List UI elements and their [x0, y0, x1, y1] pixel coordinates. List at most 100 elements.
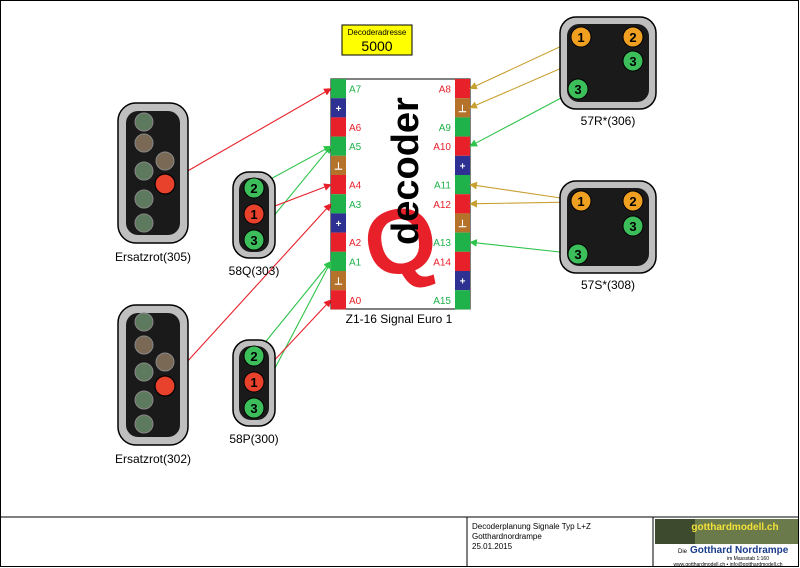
pin-label: A5 [349, 142, 362, 153]
decoder-address-box: Decoderadresse 5000 [341, 24, 413, 56]
pin-label: A12 [433, 200, 451, 211]
pin-label: A1 [349, 257, 362, 268]
pin-swatch-brown [455, 98, 470, 118]
pin-label: + [460, 277, 466, 288]
pin-label: + [336, 104, 342, 115]
pin-swatch-red [455, 194, 470, 214]
lamp-number: 3 [574, 247, 581, 262]
lamp-green [243, 177, 265, 199]
signal-ersatzrot-302: Ersatzrot(302) [115, 304, 191, 466]
pin-label: A4 [349, 181, 362, 192]
footer-title: Decoderplanung Signale Typ L+Z [472, 522, 591, 531]
lamp-number: 2 [629, 30, 636, 45]
lamp-off [134, 414, 154, 434]
signal-label: Ersatzrot(305) [115, 250, 191, 264]
lamp-red [243, 203, 265, 225]
pin-label: ⊥ [458, 104, 467, 115]
pin-label: A15 [433, 296, 451, 307]
wire-58p-a1 [253, 260, 332, 357]
pin-swatch-green [331, 79, 346, 99]
pin-label: ⊥ [334, 277, 343, 288]
lamp-green [567, 78, 589, 100]
signal-57s-308: 1 2 3 3 57S*(308) [559, 180, 657, 292]
lamp-number: 3 [574, 82, 581, 97]
lamp-green [622, 50, 644, 72]
signal-58p-300: 2 1 3 58P(300) [229, 339, 279, 446]
pin-label: A0 [349, 296, 362, 307]
pin-swatch-green [455, 175, 470, 195]
pin-swatch-brown [455, 213, 470, 233]
pin-swatch-red [331, 290, 346, 310]
signal-58q-303: 2 1 3 58Q(303) [229, 171, 279, 278]
contact-line: www.gotthardmodell.ch • info@gotthardmod… [673, 562, 782, 568]
pin-label: A6 [349, 123, 362, 134]
tagline-scale: im Massstab 1:160 [727, 556, 769, 562]
pin-swatch-red [331, 175, 346, 195]
pin-swatch-green [455, 232, 470, 252]
pin-label: A10 [433, 142, 451, 153]
lamp-number: 1 [250, 207, 257, 222]
tagline-prefix: Die [678, 549, 688, 555]
lamp-green [567, 243, 589, 265]
lamp-orange [570, 26, 592, 48]
lamp-off [134, 213, 154, 233]
pin-swatch-red [455, 251, 470, 271]
decoder-body [330, 78, 471, 310]
decoder-name: Z1-16 Signal Euro 1 [346, 312, 453, 326]
pin-label: A7 [349, 85, 362, 96]
pin-label: A13 [433, 238, 451, 249]
lamp-off [134, 189, 154, 209]
lamp-red-on [154, 173, 176, 195]
lamp-orange [622, 190, 644, 212]
lamp-green [622, 215, 644, 237]
lamp-number: 3 [250, 233, 257, 248]
footer-project: Gotthardnordrampe [472, 532, 542, 541]
pin-label: A8 [439, 85, 452, 96]
lamp-number: 2 [250, 349, 257, 364]
lamp-off [134, 390, 154, 410]
lamp-number: 3 [629, 219, 636, 234]
title-block: Decoderplanung Signale Typ L+Z Gotthardn… [1, 516, 799, 568]
pin-swatch-green [455, 117, 470, 137]
lamp-off [134, 112, 154, 132]
lamp-number: 1 [577, 194, 584, 209]
signal-57r-306: 1 2 3 3 57R*(306) [559, 16, 657, 128]
lamp-green [243, 397, 265, 419]
pin-swatch-brown [331, 155, 346, 175]
pin-label: + [336, 219, 342, 230]
pin-swatch-blue [331, 98, 346, 118]
pin-label: A11 [434, 181, 451, 192]
pin-label: + [460, 161, 466, 172]
signal-ersatzrot-305: Ersatzrot(305) [115, 102, 191, 264]
address-box-bg [341, 24, 413, 56]
lamp-off [134, 133, 154, 153]
lamp-red [243, 371, 265, 393]
logo-decoder-text: decoder [385, 97, 427, 245]
pin-label: ⊥ [458, 219, 467, 230]
pin-label: ⊥ [334, 161, 343, 172]
signal-label: 57S*(308) [581, 278, 635, 292]
pin-swatch-red [455, 136, 470, 156]
pin-swatch-green [455, 290, 470, 310]
pin-swatch-red [331, 117, 346, 137]
lamp-number: 2 [629, 194, 636, 209]
lamp-number: 3 [629, 54, 636, 69]
pin-label: A9 [439, 123, 452, 134]
address-value: 5000 [361, 38, 392, 54]
lamp-orange [622, 26, 644, 48]
wire-ersatzrot-302-a3 [164, 203, 332, 387]
lamp-off [134, 161, 154, 181]
pin-label: A14 [433, 257, 451, 268]
lamp-red-on [154, 375, 176, 397]
wire-ersatzrot-305-a7 [164, 88, 332, 185]
lamp-off [134, 335, 154, 355]
address-label: Decoderadresse [348, 28, 407, 37]
lamp-number: 1 [250, 375, 257, 390]
pin-swatch-blue [331, 213, 346, 233]
wire-57r-a10 [469, 88, 579, 147]
pin-swatch-green [331, 251, 346, 271]
